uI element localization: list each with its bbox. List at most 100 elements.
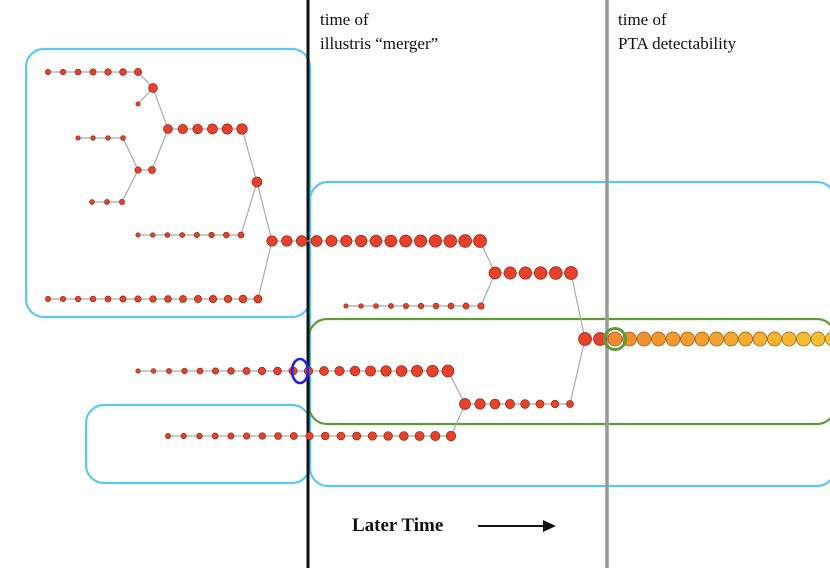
- main-trunk-node: [384, 234, 398, 248]
- branch-12-node: [223, 294, 233, 304]
- branch-9-node: [208, 231, 215, 239]
- tree-edge: [241, 128, 258, 183]
- branch-11-node: [518, 266, 532, 280]
- pta-highlight-ring: [603, 327, 627, 351]
- branch-2-node: [148, 83, 158, 93]
- branch-17-node: [445, 430, 457, 442]
- branch-12-node: [89, 295, 97, 303]
- branch-1-node: [59, 68, 67, 76]
- tree-edge: [570, 272, 586, 340]
- branch-11-node: [549, 266, 563, 280]
- main-trunk-node: [369, 234, 383, 248]
- branch-11-node: [564, 266, 578, 280]
- branch-14-node: [593, 332, 607, 346]
- main-trunk-node: [325, 235, 338, 247]
- branch-12-node: [104, 295, 112, 303]
- branch-17-node: [289, 432, 298, 440]
- branch-15-node: [411, 365, 423, 377]
- branch-15-node: [257, 366, 267, 376]
- branch-13-node: [343, 303, 349, 309]
- time-lines: [306, 0, 609, 568]
- branch-15-node: [196, 367, 204, 375]
- branch-4-node: [236, 123, 248, 135]
- branch-13-node: [477, 302, 485, 310]
- branch-13-node: [447, 302, 455, 310]
- branch-12-node: [164, 295, 172, 303]
- branch-6-node: [148, 166, 156, 174]
- branch-15-node: [242, 367, 251, 375]
- branch-11-node: [533, 266, 548, 280]
- branch-4-node: [221, 123, 233, 135]
- branch-13-node: [358, 303, 364, 309]
- tree-edge: [256, 181, 273, 242]
- branch-13-node: [417, 302, 425, 310]
- branch-17-node: [305, 431, 314, 441]
- branch-17-node: [243, 432, 251, 440]
- branch-17-node: [383, 431, 393, 441]
- merger-time-label-line-2: illustris “merger”: [320, 34, 439, 53]
- branch-16-node: [505, 399, 515, 409]
- pta-chain-node: [636, 331, 652, 347]
- branch-17-node: [211, 432, 219, 440]
- branch-17-node: [336, 431, 346, 441]
- pta-time-label-line-1: time of: [618, 10, 667, 29]
- pta-chain-node: [723, 331, 739, 347]
- branch-15-node: [395, 365, 408, 377]
- pta-chain-node: [694, 331, 710, 347]
- branch-5-node: [90, 135, 96, 141]
- branch-13-node: [388, 303, 394, 309]
- branch-15-node: [135, 368, 141, 374]
- branch-15-node: [181, 367, 188, 375]
- branch-12-node: [59, 295, 67, 303]
- merger-highlight-ring: [290, 357, 310, 385]
- branch-12-node: [179, 295, 187, 303]
- branch-15-node: [426, 364, 439, 378]
- branch-9-node: [223, 231, 230, 239]
- pta-chain-node: [680, 331, 695, 347]
- branch-15-node: [150, 368, 157, 374]
- branch-11-node: [488, 266, 502, 280]
- branch-8-node: [119, 199, 125, 205]
- branch-17-node: [399, 431, 409, 441]
- branch-9-node: [237, 231, 245, 239]
- branch-15-node: [319, 366, 329, 376]
- merger-time-label: time of illustris “merger”: [320, 8, 438, 56]
- branch-17-node: [430, 430, 441, 442]
- branch-17-node: [274, 432, 282, 440]
- pta-time-label-line-2: PTA detectability: [618, 34, 737, 53]
- branch-1-node: [45, 69, 51, 75]
- branch-15-node: [334, 365, 345, 377]
- branch-16-node: [520, 399, 530, 409]
- branch-17-node: [227, 432, 235, 440]
- tree-edge: [569, 338, 586, 405]
- branch-15-node: [273, 366, 282, 376]
- pta-chain-node: [709, 331, 724, 347]
- branch-6-node: [134, 166, 142, 174]
- branch-5-node: [75, 135, 81, 141]
- pta-chain-node: [767, 331, 782, 347]
- branch-12-node: [238, 294, 248, 304]
- branch-17-node: [165, 433, 171, 439]
- tree-edge: [257, 240, 273, 300]
- main-trunk-node: [266, 235, 278, 247]
- branch-16-node: [459, 398, 471, 410]
- branch-15-node: [166, 368, 172, 374]
- branch-15-node: [227, 367, 235, 375]
- tree-edge: [152, 87, 169, 130]
- branch-4-node: [207, 123, 218, 135]
- tree-edge: [151, 128, 169, 171]
- branch-13-node: [462, 302, 470, 310]
- pta-chain-node: [665, 331, 681, 347]
- branch-7-node: [251, 176, 263, 188]
- main-trunk-node: [295, 235, 308, 247]
- pta-chain-node: [607, 331, 623, 347]
- branch-12-node: [149, 295, 157, 303]
- branch-12-node: [45, 296, 51, 302]
- tree-edge: [240, 181, 258, 236]
- branch-15-node: [365, 365, 376, 377]
- branch-8-node: [89, 199, 95, 205]
- merger-time-label-line-1: time of: [320, 10, 369, 29]
- group-boxes: [24, 47, 830, 488]
- branch-12-node: [194, 295, 202, 303]
